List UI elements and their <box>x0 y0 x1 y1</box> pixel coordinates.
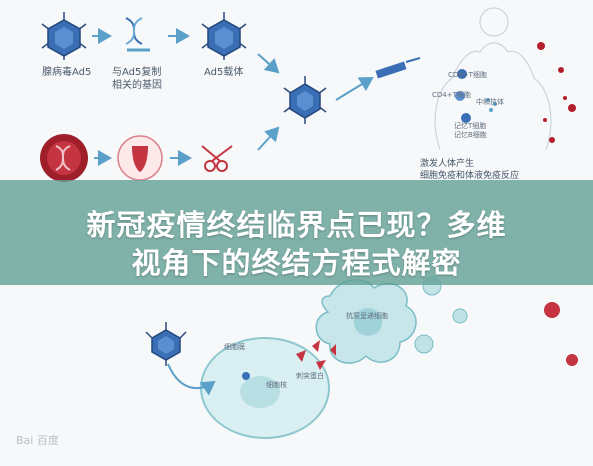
antibody-label: 中和抗体 <box>476 98 504 106</box>
arrow <box>257 53 280 74</box>
red-bcell-icon <box>544 302 578 366</box>
head-outline <box>479 7 509 37</box>
immune-cells-icon <box>455 69 497 123</box>
immune-response-label: 激发人体产生 细胞免疫和体液免疫反应 <box>420 159 520 181</box>
apc-label: 抗原呈递细胞 <box>346 312 388 320</box>
coronavirus-icon <box>40 134 88 182</box>
memory-cell-label: 记忆T细胞 记忆B细胞 <box>454 122 487 139</box>
human-silhouette-icon <box>434 42 552 151</box>
coronavirus-particles <box>537 42 576 143</box>
adenovirus-entry-icon <box>145 322 187 366</box>
adenovirus-label: 腺病毒Ad5 <box>42 67 92 78</box>
membrane-label: 细胞膜 <box>224 343 245 351</box>
spike-protein-icon <box>117 135 163 181</box>
antigen-presenting-cell <box>315 279 417 364</box>
gene-label: 与Ad5复制 相关的基因 <box>112 67 162 91</box>
banner-title-line2: 视角下的终结方程式解密 <box>131 246 462 280</box>
spike-protein-label: 刺突蛋白 <box>296 372 324 380</box>
nucleus-label: 细胞核 <box>266 381 287 389</box>
adenovirus-vector-icon <box>201 12 247 60</box>
scissors-icon <box>201 145 233 172</box>
watermark: Bai 百度 <box>16 434 59 447</box>
spike-protein-cluster <box>296 340 336 370</box>
host-cell <box>200 337 330 439</box>
cd4-label: CD4+T细胞 <box>432 91 471 99</box>
banner-title-line1: 新冠疫情终结临界点已现？多维 <box>86 208 507 242</box>
arrow <box>167 363 216 396</box>
spiky-cell-icon <box>414 276 468 354</box>
vector-label: Ad5载体 <box>204 67 244 78</box>
cd8-label: CD8+T细胞 <box>448 71 487 79</box>
arrow <box>257 126 280 151</box>
dna-icon <box>125 17 150 52</box>
syringe-icon <box>375 57 421 79</box>
title-banner: 新冠疫情终结临界点已现？多维 视角下的终结方程式解密 <box>0 180 593 285</box>
adenovirus-icon <box>41 12 87 60</box>
recombinant-vector-icon <box>283 76 327 124</box>
arrow <box>335 76 374 101</box>
